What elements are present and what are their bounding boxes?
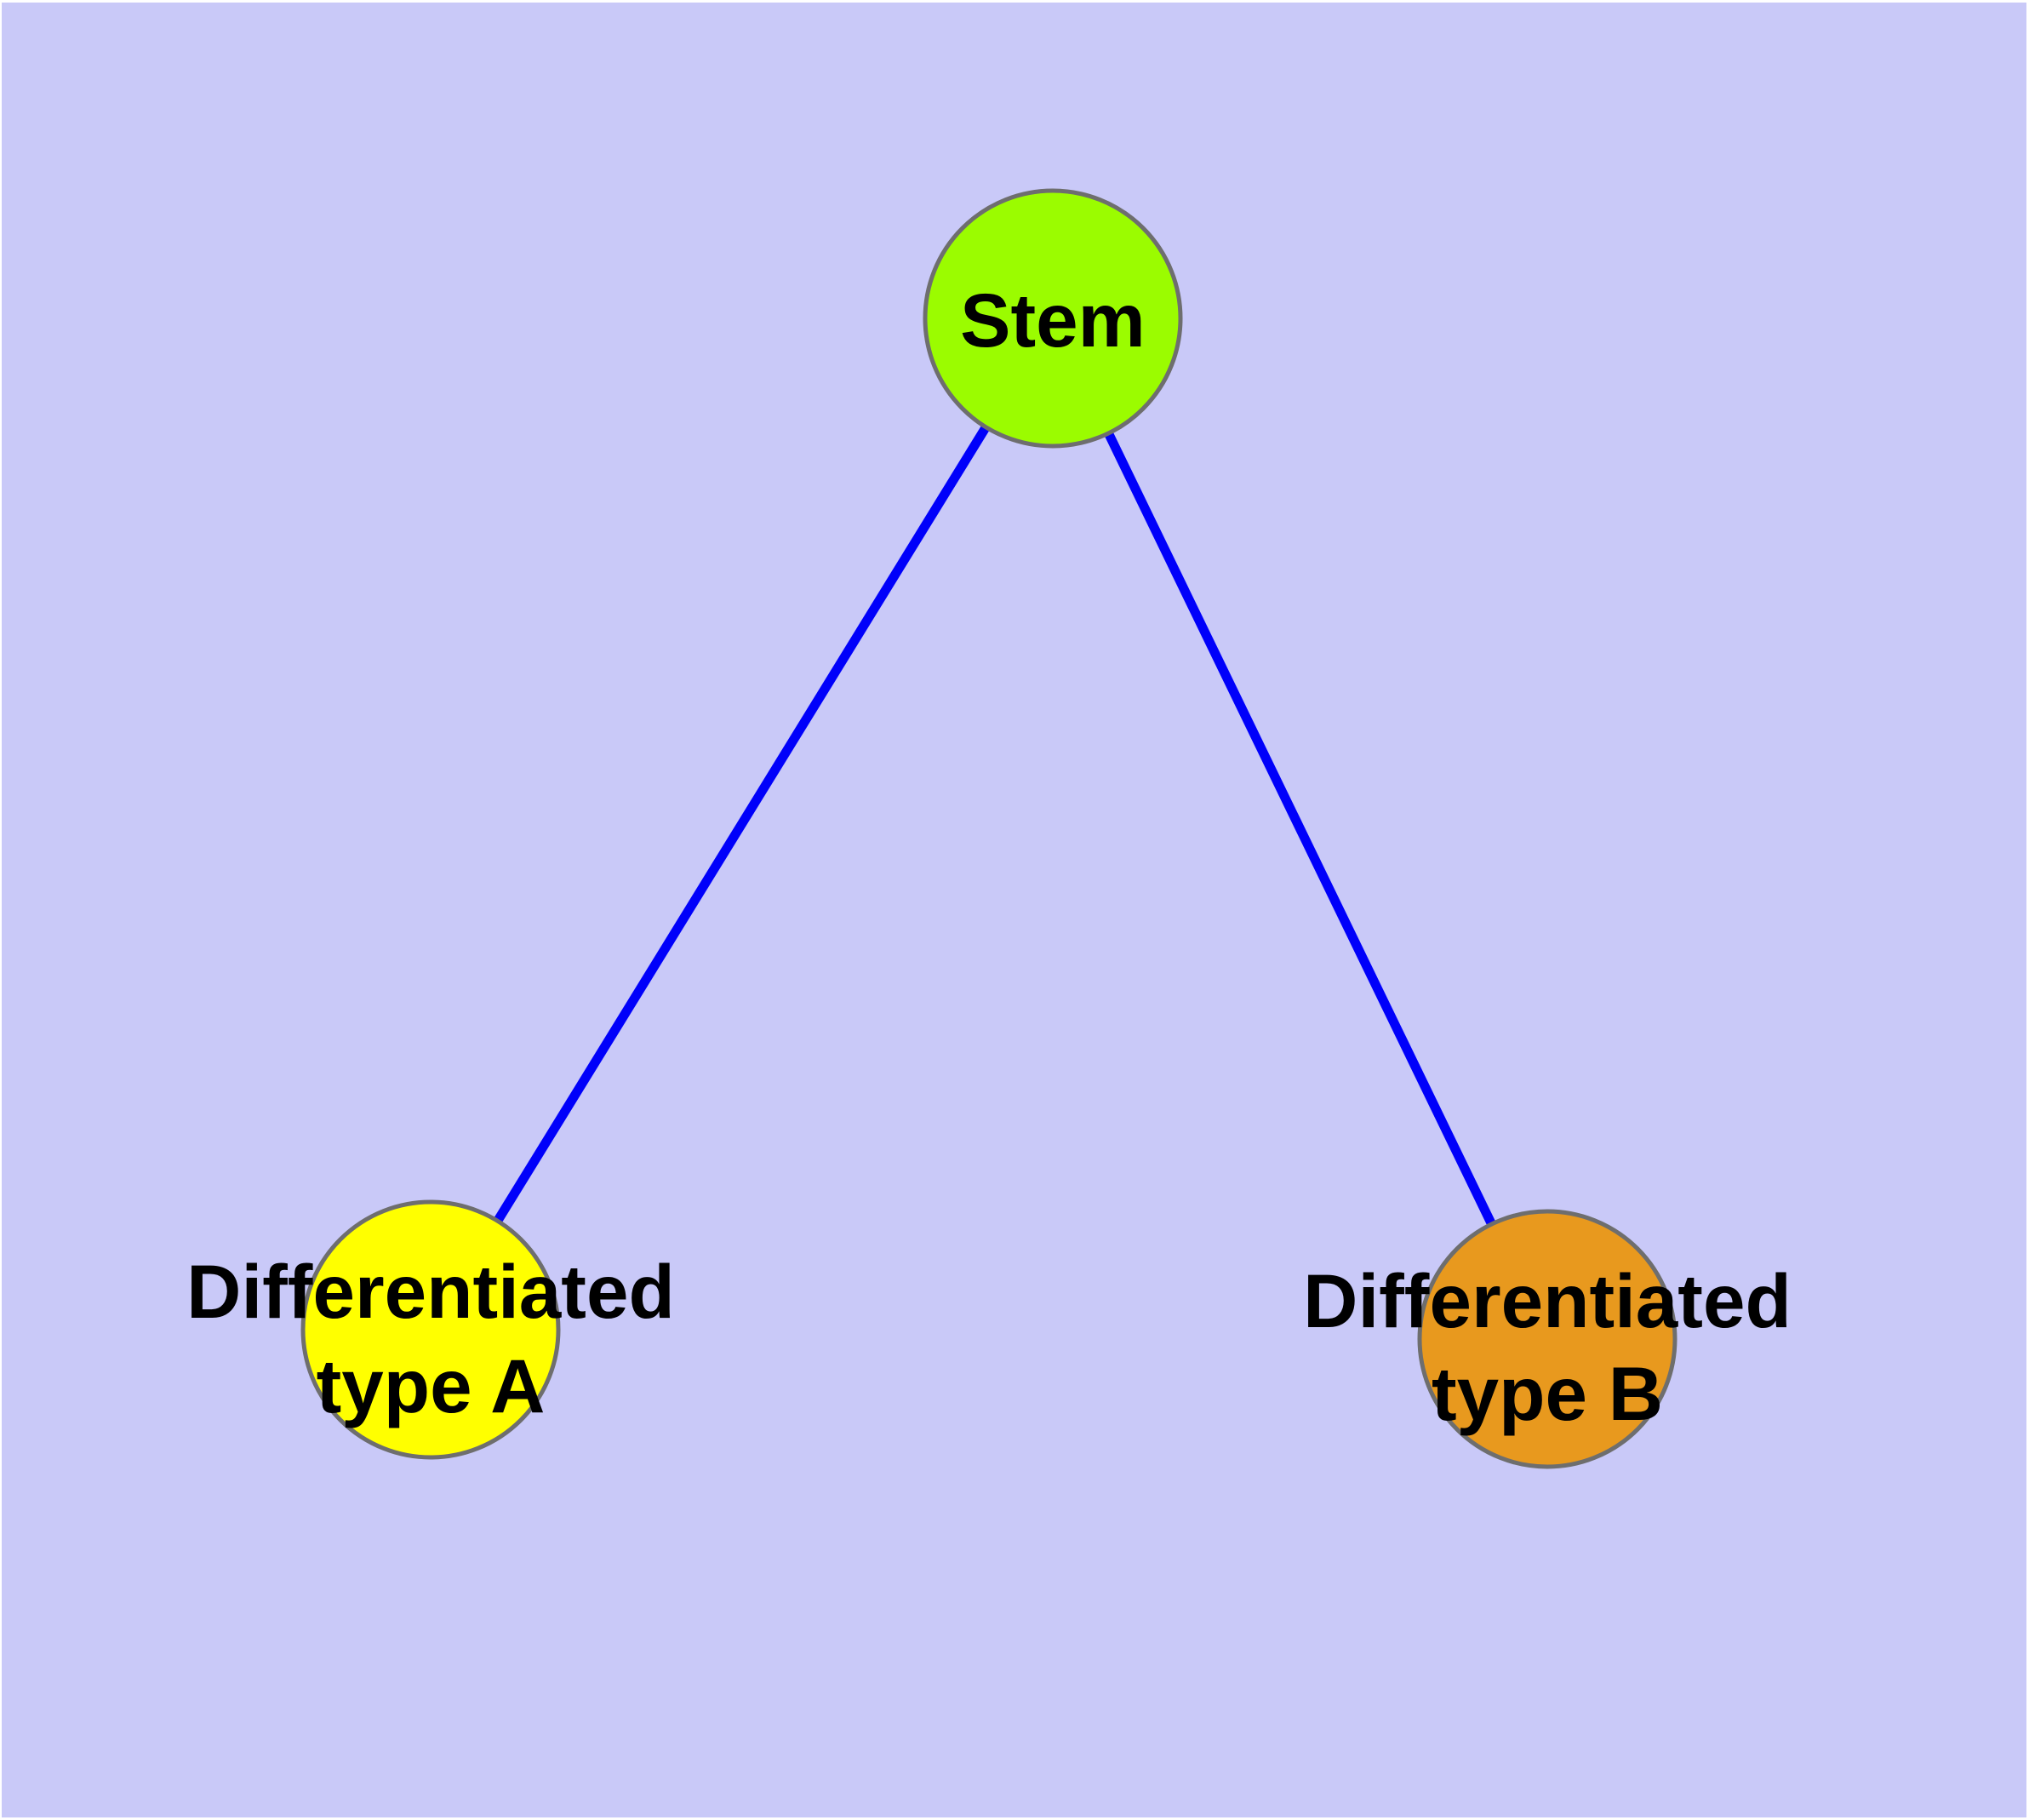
node-type-b-label-line2: type B [1432,1351,1663,1436]
node-differentiated-type-b [1417,1209,1677,1469]
node-type-a-label-line2: type A [317,1343,546,1428]
node-stem-label: Stem [960,278,1146,363]
edge-stem-to-type-b [1049,316,1552,1342]
node-differentiated-type-a [300,1199,561,1460]
node-type-a-label-line1: Differentiated [186,1249,675,1334]
edge-stem-to-type-a [426,316,1057,1332]
node-type-b-label-line1: Differentiated [1303,1258,1792,1343]
node-stem [923,188,1183,449]
